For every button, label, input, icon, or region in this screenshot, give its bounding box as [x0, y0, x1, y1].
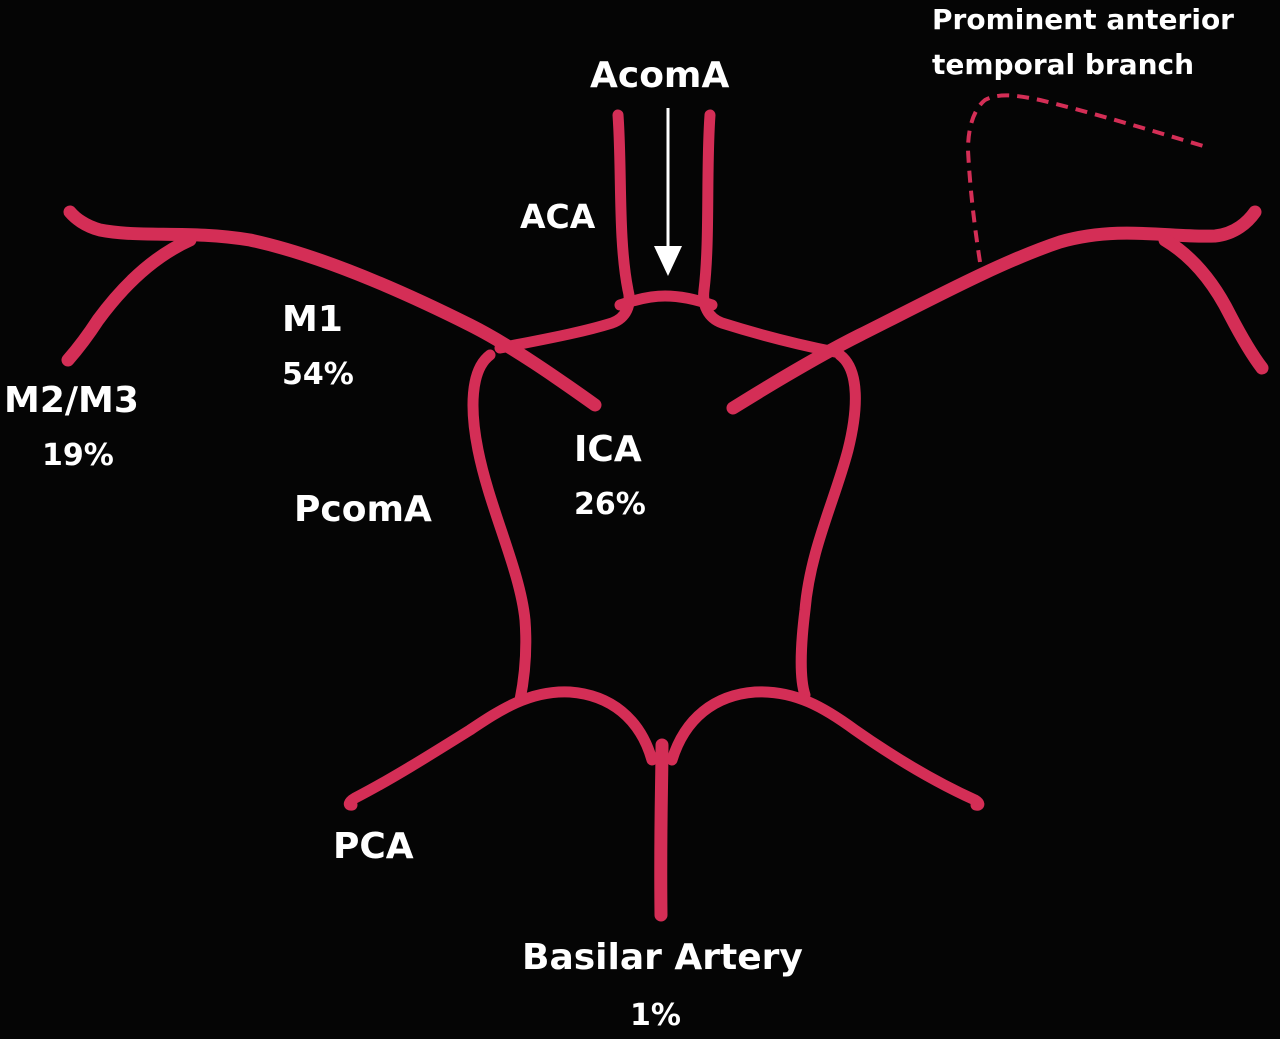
ica-label: ICA	[574, 429, 642, 470]
acoma-label: AcomA	[590, 55, 730, 96]
right-pca-vessel	[666, 686, 985, 811]
prominent-anterior-temporal-branch	[965, 93, 1211, 263]
left-pca-vessel	[343, 686, 658, 811]
right-m1-vessel	[726, 205, 1262, 415]
left-m1-vessel	[63, 205, 602, 412]
m2m3-percentage: 19%	[42, 438, 114, 473]
right-m2m3-branch	[1158, 233, 1269, 375]
right-pcoma-vessel	[795, 349, 861, 701]
aca-label: ACA	[520, 197, 596, 236]
pca-label: PCA	[333, 826, 414, 867]
basilar-artery-label: Basilar Artery	[522, 937, 803, 978]
prominent-branch-label-line2: temporal branch	[932, 48, 1195, 81]
basilar-artery-percentage: 1%	[630, 998, 681, 1033]
acoma-vessel	[614, 290, 718, 311]
ica-percentage: 26%	[574, 487, 646, 522]
acoma-arrow-head	[654, 246, 682, 276]
left-m2m3-branch	[61, 233, 197, 367]
left-pcoma-vessel	[467, 349, 532, 706]
prominent-branch-label-line1: Prominent anterior	[932, 3, 1234, 36]
m1-label: M1	[282, 299, 343, 340]
m1-percentage: 54%	[282, 357, 354, 392]
pcoma-label: PcomA	[294, 489, 432, 530]
m2m3-label: M2/M3	[4, 380, 139, 421]
basilar-artery-vessel	[654, 738, 669, 922]
right-aca-vessel	[698, 109, 841, 358]
